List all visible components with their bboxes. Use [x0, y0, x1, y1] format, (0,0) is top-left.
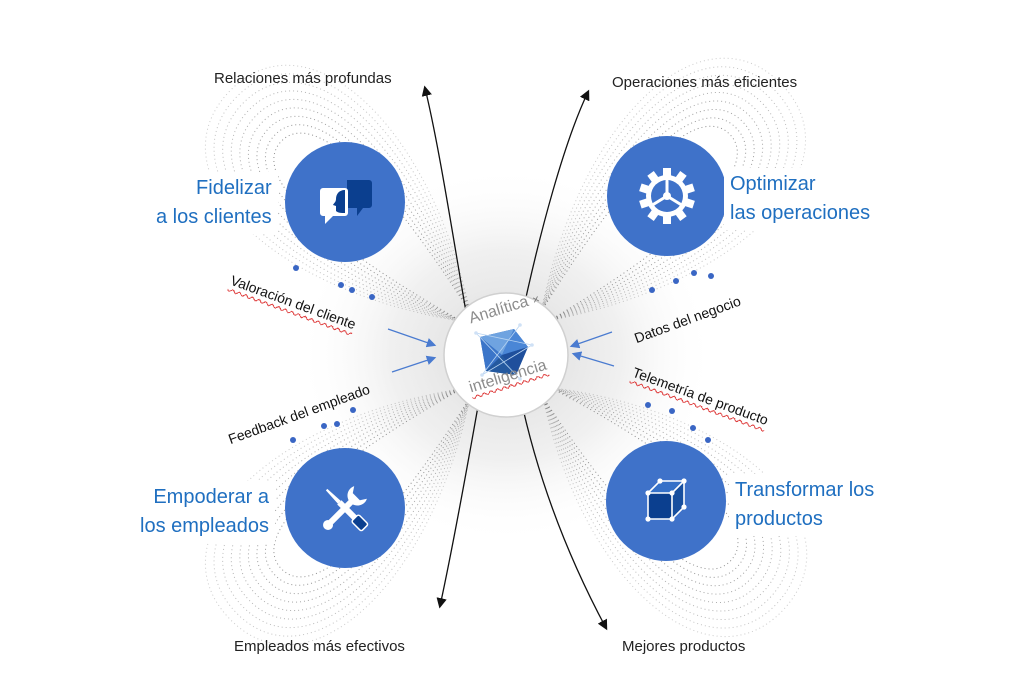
- outcome-top-left: Relaciones más profundas: [214, 70, 392, 87]
- arrow-business-data: [569, 331, 613, 349]
- dotted-loop: [213, 73, 471, 322]
- pillar-line1: Transformar los: [735, 479, 875, 501]
- arrow-top-left: [421, 85, 471, 336]
- pillar-line2: los empleados: [140, 515, 269, 537]
- pillar-line1: Empoderar a: [153, 486, 269, 508]
- dotted-loop: [542, 387, 799, 629]
- dotted-loop: [542, 387, 782, 612]
- pillar-line1: Optimizar: [730, 173, 816, 195]
- pillar-line2: las operaciones: [730, 202, 871, 224]
- arrow-top-right: [519, 89, 590, 326]
- arrow-bottom-left: [436, 394, 481, 609]
- dotted-loop: [264, 388, 471, 586]
- gear-tooth: [663, 214, 671, 224]
- pillar-label-products: Transformar los productos: [729, 474, 881, 536]
- arrow-customer-feedback: [387, 328, 437, 348]
- pillar-label-employees: Empoderar a los empleados: [134, 481, 275, 543]
- dotted-loop: [204, 64, 471, 322]
- pillar-line2: a los clientes: [156, 206, 272, 228]
- dotted-loop: [222, 388, 471, 629]
- pillar-label-operations: Optimizar las operaciones: [724, 168, 877, 230]
- crystal-prism-icon: [474, 323, 534, 381]
- pillar-line2: productos: [735, 508, 823, 530]
- gear-icon: [639, 168, 695, 224]
- data-dots: [290, 265, 714, 443]
- dotted-loop: [540, 117, 747, 322]
- dotted-loop: [264, 124, 471, 322]
- dotted-loop: [542, 387, 790, 620]
- dotted-loop: [213, 388, 471, 637]
- dotted-loop: [204, 388, 471, 646]
- arrow-employee-feedback: [391, 355, 437, 373]
- arrow-product-telemetry: [571, 351, 615, 367]
- outcome-top-right: Operaciones más eficientes: [612, 74, 798, 91]
- pillar-line1: Fidelizar: [196, 177, 272, 199]
- arrow-bottom-right: [519, 394, 608, 631]
- cube-icon: [645, 478, 687, 522]
- wrench-screwdriver-icon: [323, 486, 369, 532]
- outcome-bottom-right: Mejores productos: [622, 638, 746, 655]
- dotted-loop: [222, 81, 471, 322]
- chat-bubbles-icon: [320, 180, 372, 224]
- outcome-bottom-left: Empleados más efectivos: [234, 638, 405, 655]
- dotted-loop: [540, 57, 806, 322]
- gear-tooth: [663, 168, 671, 178]
- pillar-label-customers: Fidelizar a los clientes: [150, 172, 278, 234]
